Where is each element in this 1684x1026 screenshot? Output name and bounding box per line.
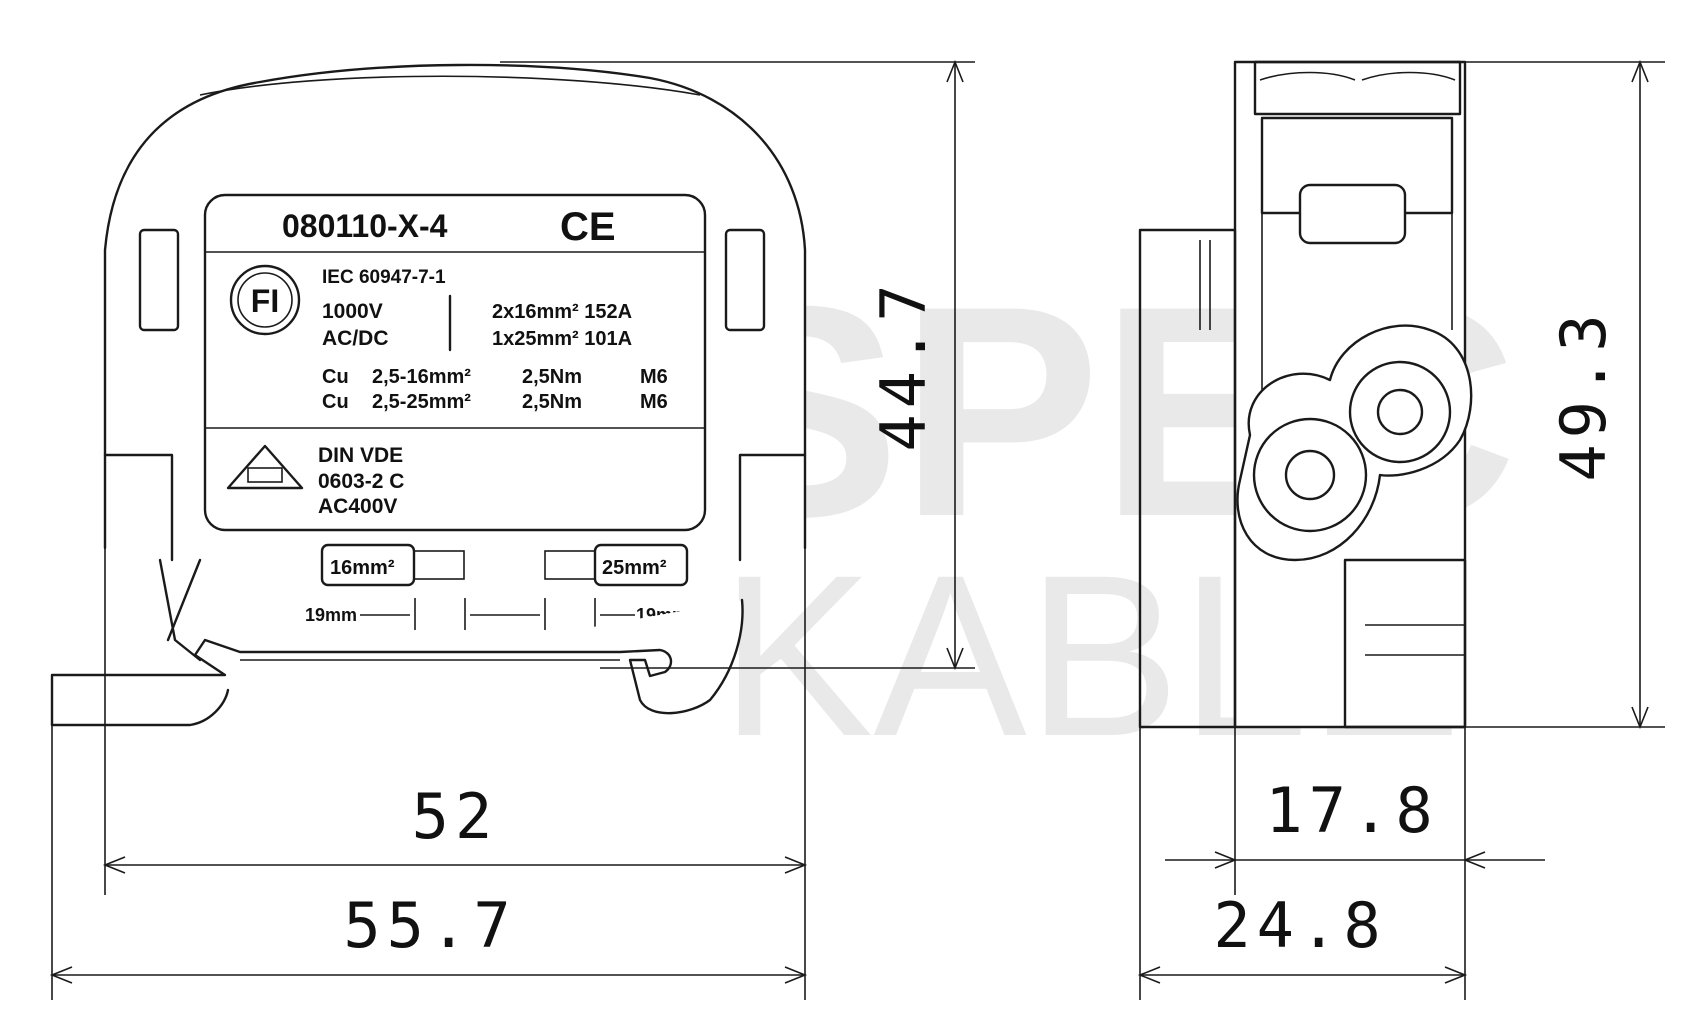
wire-slot-right (593, 543, 689, 587)
ce-mark: CE (560, 205, 616, 249)
din-rail-clip-left-foot (50, 688, 230, 727)
side-left-flange (1138, 228, 1237, 729)
front-top-cap (199, 75, 701, 96)
current-type-text: AC/DC (322, 327, 389, 350)
wire-slot-right-opening (544, 550, 596, 580)
din-line-3: AC400V (318, 495, 397, 518)
front-right-slot (724, 228, 766, 332)
wire-slot-right-label: 25mm² (602, 557, 667, 579)
approval-triangle-icon (226, 444, 304, 490)
side-screw-upper-outer (1348, 360, 1452, 464)
wire-row-1-material: Cu (322, 366, 349, 388)
din-rail-spring-left (158, 558, 202, 662)
wire-row-2-material: Cu (322, 391, 349, 413)
din-line-2: 0603-2 C (318, 470, 404, 493)
dim-height-side: 49.3 (1547, 308, 1620, 481)
side-top-screw-block (1253, 60, 1462, 116)
dim-depth-outer: 24.8 (1213, 889, 1386, 962)
front-right-shoulder (738, 453, 807, 562)
din-rail-clip (50, 598, 744, 727)
side-link-piece (1298, 183, 1407, 245)
rating-1-text: 2x16mm² 152A (492, 301, 632, 323)
side-screw-lower-inner (1284, 449, 1336, 501)
front-left-shoulder (103, 453, 174, 562)
dim-width-inner: 52 (412, 780, 499, 853)
dim-height-side-arrows (1631, 59, 1649, 730)
wire-slot-left-label: 16mm² (330, 557, 395, 579)
front-left-slot (138, 228, 180, 332)
side-screw-upper-inner (1376, 388, 1424, 436)
dim-depth-inner-arrows (1214, 851, 1486, 869)
fi-mark-icon (229, 264, 301, 336)
wire-slot-left-opening (413, 550, 465, 580)
dim-width-outer-arrows (49, 966, 808, 984)
rating-2-text: 1x25mm² 101A (492, 328, 632, 350)
strip-length-left: 19mm (305, 605, 357, 625)
wire-row-1-range: 2,5-16mm² (372, 366, 471, 388)
wire-row-1-torque: 2,5Nm (522, 366, 582, 388)
dim-depth-inner: 17.8 (1265, 774, 1438, 847)
din-rail-spring-right (166, 558, 202, 642)
side-screw-housing (1236, 324, 1473, 562)
front-view: 080110-X-4 CE FI IEC 60947-7-1 1000V AC/… (50, 63, 807, 727)
part-number: 080110-X-4 (282, 208, 448, 244)
voltage-text: 1000V (322, 300, 383, 323)
side-view (1138, 60, 1473, 729)
fi-mark-inner-ring (237, 272, 293, 328)
fi-mark-text: FI (251, 283, 279, 319)
dim-height-front-arrows (946, 59, 964, 671)
wire-row-2-torque: 2,5Nm (522, 391, 582, 413)
approval-triangle-inner (247, 467, 283, 483)
dim-height-front: 44.7 (867, 278, 940, 451)
rating-label (203, 193, 707, 532)
wire-row-2-thread: M6 (640, 391, 668, 413)
dim-width-inner-arrows (102, 856, 808, 874)
wire-row-2-range: 2,5-25mm² (372, 391, 471, 413)
dimensions: 44.7 52 55.7 49.3 17.8 24.8 (49, 59, 1665, 1000)
standard-text: IEC 60947-7-1 (322, 267, 446, 288)
din-line-1: DIN VDE (318, 444, 403, 467)
dim-width-outer: 55.7 (343, 889, 516, 962)
wire-row-1-thread: M6 (640, 366, 668, 388)
side-screw-lower-outer (1252, 417, 1368, 533)
dim-depth-outer-arrows (1137, 966, 1468, 984)
side-top-screws (1259, 71, 1456, 81)
